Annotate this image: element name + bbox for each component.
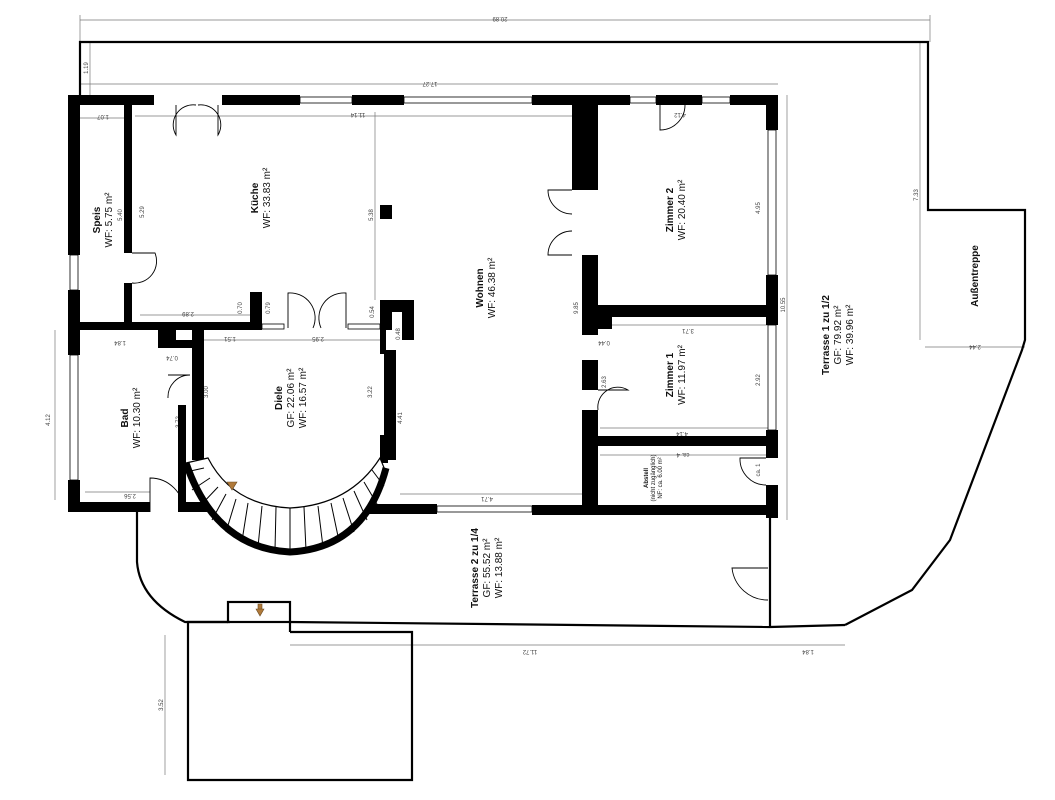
room-abstell: Abstell (nicht zugänglich) NF: ca. 6.00 … xyxy=(644,454,664,501)
room-wohnen-wf: WF: 46.38 m² xyxy=(487,257,498,318)
room-speis: Speis WF: 5.75 m² xyxy=(92,192,115,248)
dim-diele-offset: 1.51 xyxy=(224,335,236,341)
dim-wall-a: 2.89 xyxy=(182,310,194,316)
dim-wall-d: 0.54 xyxy=(370,306,376,318)
dim-diele-width: 2.95 xyxy=(312,335,324,341)
dim-lower-depth: 3.52 xyxy=(159,699,165,711)
room-zimmer1-name: Zimmer 1 xyxy=(665,352,676,397)
room-terrasse1-name: Terrasse 1 zu 1/2 xyxy=(821,295,832,375)
dim-gap-a: 0.48 xyxy=(396,328,402,340)
room-labels: Speis WF: 5.75 m² Küche WF: 33.83 m² Woh… xyxy=(92,167,981,608)
dim-wohnen-bottom: 4.71 xyxy=(481,495,493,501)
dim-zimmer1-left: 2.63 xyxy=(602,376,608,388)
spiral-staircase xyxy=(182,456,390,617)
room-diele-wf: WF: 16.57 m² xyxy=(298,367,309,428)
room-speis-wf: WF: 5.75 m² xyxy=(104,192,115,248)
dim-abstell-height: ca. 1 xyxy=(756,463,762,477)
windows xyxy=(69,96,777,513)
dim-gap-b: 0.44 xyxy=(598,339,610,345)
room-kueche-wf: WF: 33.83 m² xyxy=(262,167,273,228)
dim-zimmer1-height: 2.92 xyxy=(756,374,762,386)
dim-bad-bottom: 2.56 xyxy=(124,492,136,498)
room-zimmer1: Zimmer 1 WF: 11.97 m² xyxy=(665,344,688,404)
dim-speis-height: 5.40 xyxy=(118,209,124,221)
dim-wohnen-depth: 5.38 xyxy=(369,209,375,221)
stair-direction-arrow xyxy=(226,481,238,491)
room-terrasse2: Terrasse 2 zu 1/4 GF: 55.52 m² WF: 13.88… xyxy=(470,528,505,608)
room-terrasse2-name: Terrasse 2 zu 1/4 xyxy=(470,528,481,608)
dimension-lines xyxy=(54,15,1025,775)
room-aussentreppe: Außentreppe xyxy=(970,245,981,307)
room-zimmer2-wf: WF: 20.40 m² xyxy=(677,179,688,240)
room-diele-gf: GF: 22.06 m² xyxy=(286,368,297,428)
dim-terrace2-width: 11.72 xyxy=(522,648,537,654)
dim-bad-offset: 0.74 xyxy=(166,354,178,360)
room-bad: Bad WF: 10.30 m² xyxy=(120,387,143,448)
room-terrasse1-wf: WF: 39.96 m² xyxy=(845,304,856,365)
dim-kueche-height: 5.29 xyxy=(140,206,146,218)
outdoor-stair-arrow xyxy=(255,603,265,617)
room-wohnen-name: Wohnen xyxy=(475,268,486,307)
room-terrasse2-gf: GF: 55.52 m² xyxy=(482,538,493,598)
dim-house-width: 17.27 xyxy=(422,80,438,86)
room-aussentreppe-name: Außentreppe xyxy=(970,245,981,307)
room-bad-wf: WF: 10.30 m² xyxy=(132,387,143,448)
dim-bad-height: 4.12 xyxy=(46,414,52,426)
room-diele: Diele GF: 22.06 m² WF: 16.57 m² xyxy=(274,367,309,428)
room-kueche: Küche WF: 33.83 m² xyxy=(250,167,273,228)
dim-terrace-right: 1.84 xyxy=(802,648,814,654)
dim-abstell-width: ca. 4 xyxy=(676,451,690,457)
dim-zimmer2-height: 4.95 xyxy=(756,202,762,214)
dim-wall-c: 0.79 xyxy=(266,302,272,314)
room-abstell-nf: NF: ca. 6.00 m² xyxy=(658,457,664,498)
room-abstell-name: Abstell xyxy=(644,468,650,488)
room-terrasse1-gf: GF: 79.92 m² xyxy=(833,305,844,365)
room-kueche-name: Küche xyxy=(250,182,261,213)
room-zimmer2-name: Zimmer 2 xyxy=(665,187,676,232)
room-zimmer2: Zimmer 2 WF: 20.40 m² xyxy=(665,179,688,240)
dim-wohnen-height: 9.85 xyxy=(574,302,580,314)
dim-diele-right: 3.22 xyxy=(368,386,374,398)
dim-zimmer1-bottom: 4.14 xyxy=(676,430,688,436)
room-zimmer1-wf: WF: 11.97 m² xyxy=(677,344,688,404)
room-bad-name: Bad xyxy=(120,409,131,428)
dim-bad-width: 1.84 xyxy=(114,339,126,345)
walls xyxy=(68,95,778,518)
room-speis-name: Speis xyxy=(92,206,103,233)
dim-kueche-width: 11.14 xyxy=(350,111,365,117)
dim-stair-width: 2.44 xyxy=(969,343,981,349)
dim-wall-b: 0.70 xyxy=(238,302,244,314)
room-terrasse2-wf: WF: 13.88 m² xyxy=(494,537,505,598)
doors xyxy=(131,104,769,601)
dim-top-offset: 1.19 xyxy=(84,62,90,74)
room-diele-name: Diele xyxy=(274,386,285,410)
terrace-outlines xyxy=(78,40,1027,782)
dim-house-depth: 10.55 xyxy=(781,297,787,313)
room-abstell-note: (nicht zugänglich) xyxy=(651,454,657,501)
dim-speis-width: 1.07 xyxy=(97,113,109,119)
dimension-texts: 20.89 1.19 17.27 1.07 11.14 4.12 7.33 2.… xyxy=(46,15,981,711)
dim-diele-height: 3.00 xyxy=(204,386,210,398)
room-wohnen: Wohnen WF: 46.38 m² xyxy=(475,257,498,318)
dim-terrace-depth: 7.33 xyxy=(914,189,920,201)
room-terrasse1: Terrasse 1 zu 1/2 GF: 79.92 m² WF: 39.96… xyxy=(821,295,856,375)
dim-zimmer1-width: 3.71 xyxy=(682,327,694,333)
dim-zimmer2-door: 4.12 xyxy=(674,111,686,117)
dim-overall-width: 20.89 xyxy=(492,15,508,21)
dim-wohnen-lower: 4.41 xyxy=(398,412,404,424)
